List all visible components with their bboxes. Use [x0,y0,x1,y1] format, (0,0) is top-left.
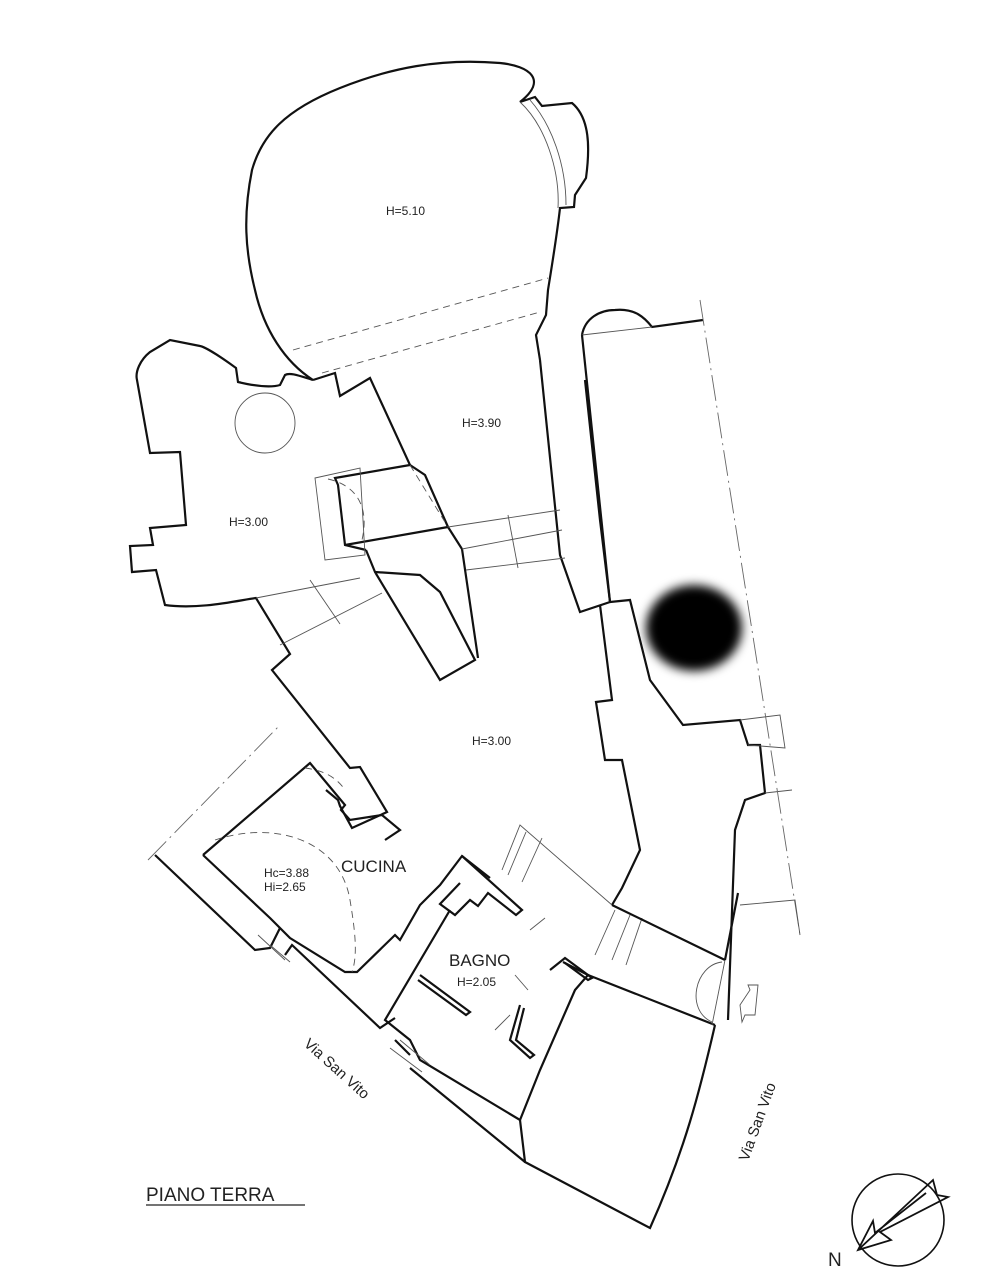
central-walls [234,359,612,682]
kitchen-height-top-label: Hc=3.88 [264,866,309,880]
hall-height-label: H=3.90 [462,416,501,430]
bathroom-label: BAGNO [449,951,510,970]
bathroom-walls [383,824,643,1122]
street-label-southwest: Via San Vito [300,1035,372,1103]
east-room-walls [147,299,801,1021]
west-room-height-label: H=3.00 [229,515,268,529]
kitchen-height-bottom-label: Hi=2.65 [264,880,306,894]
main-room-height-label: H=3.00 [472,734,511,748]
bathroom-height-label: H=2.05 [457,975,496,989]
entrance-walls [409,892,801,1230]
kitchen-label: CUCINA [341,857,407,876]
tower-height-label: H=5.10 [386,204,425,218]
north-arrow-icon [851,1173,951,1267]
tower-walls [245,60,590,381]
north-label: N [828,1250,842,1271]
street-label-southeast: Via San Vito [736,1080,780,1163]
redaction-blob [646,585,742,671]
west-wing-walls [128,338,412,830]
drawing-title: PIANO TERRA [146,1185,275,1206]
